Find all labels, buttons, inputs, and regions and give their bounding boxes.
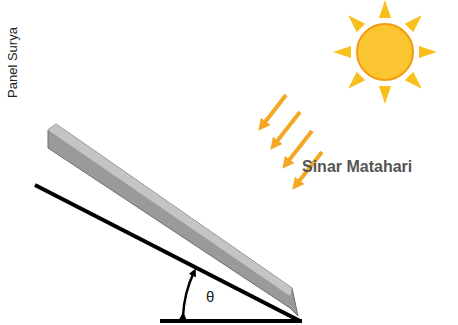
sun (333, 0, 437, 104)
panel-label: Panel Surya (5, 27, 20, 98)
solar-panel (48, 124, 298, 316)
sunlight-label: Sinar Matahari (302, 158, 412, 176)
tilt-line (35, 185, 300, 321)
ground-line (160, 319, 302, 323)
angle-arc (183, 272, 194, 316)
angle-symbol: θ (206, 288, 214, 305)
